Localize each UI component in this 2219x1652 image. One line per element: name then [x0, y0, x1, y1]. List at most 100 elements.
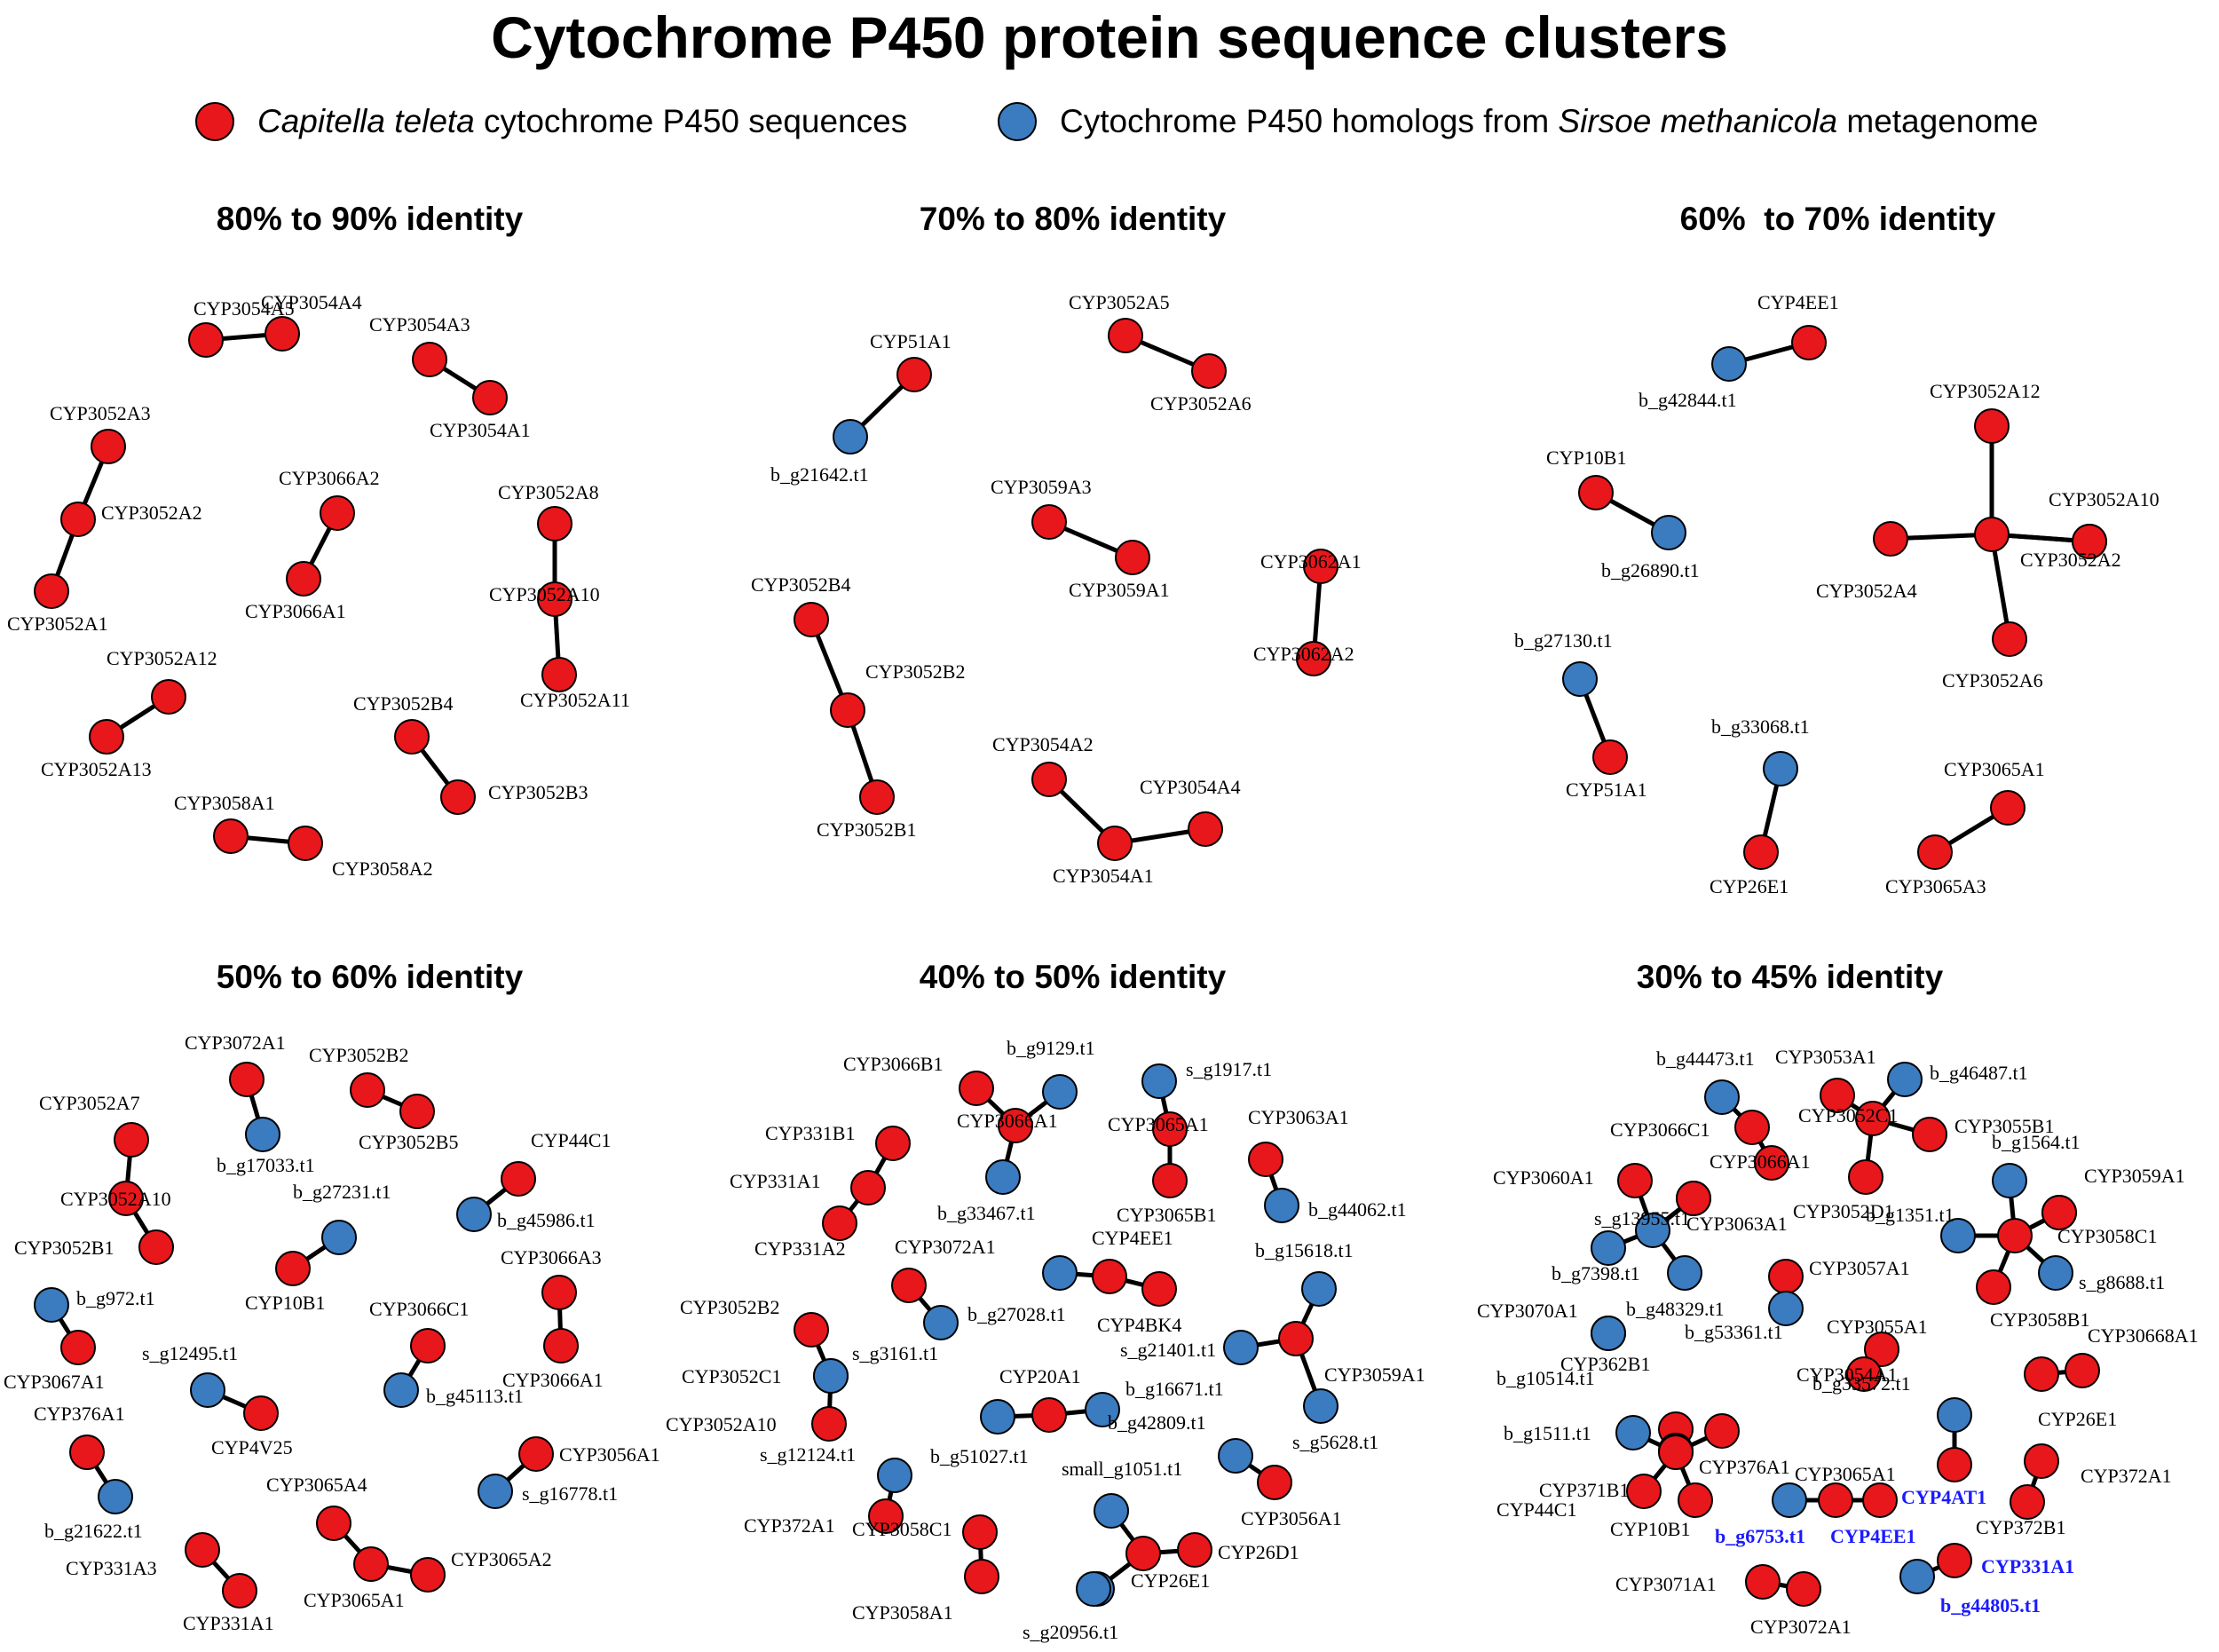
- node-cyp44c1: [501, 1161, 536, 1197]
- node-cyp3052a2: [2072, 524, 2107, 559]
- node-cyp3065a1: [1937, 1447, 1972, 1482]
- panel-1-nodes: [794, 318, 1339, 861]
- node-label-cyp3052b4: CYP3052B4: [751, 573, 850, 596]
- node-label-cyp3062a1: CYP3062A1: [1260, 550, 1362, 573]
- node-label-cyp3052a10: CYP3052A10: [60, 1188, 171, 1210]
- node-b-g21622-t1: [98, 1479, 133, 1514]
- node-label-s-g5628-t1: s_g5628.t1: [1292, 1431, 1378, 1453]
- node-label-b-g33467-t1: b_g33467.t1: [937, 1202, 1036, 1224]
- node-label-cyp3065a2: CYP3065A2: [451, 1548, 552, 1570]
- node-label-cyp30668a1: CYP30668A1: [2088, 1324, 2199, 1347]
- node-label-cyp20a1: CYP20A1: [999, 1365, 1081, 1387]
- node-label-cyp3052b1: CYP3052B1: [817, 818, 916, 841]
- node-b-g27231-t1: [321, 1220, 357, 1255]
- figure-title: Cytochrome P450 protein sequence cluster…: [491, 4, 1728, 70]
- node-label-cyp3066a1: CYP3066A1: [957, 1110, 1058, 1132]
- node-label-cyp3067a1: CYP3067A1: [4, 1371, 105, 1393]
- node-label-cyp3052a11: CYP3052A11: [520, 689, 630, 711]
- node-cyp3055a1: [1864, 1332, 1899, 1367]
- node-label-cyp3055a1: CYP3055A1: [1827, 1316, 1928, 1338]
- node-cyp3063a1: [1676, 1181, 1711, 1216]
- node-label-cyp3054a1: CYP3054A1: [430, 419, 531, 441]
- node-label-cyp362b1: CYP362B1: [1560, 1353, 1650, 1375]
- node-label-b-g48329-t1: b_g48329.t1: [1626, 1298, 1725, 1320]
- node-b-g1351-t1: [1940, 1218, 1976, 1253]
- node-label-cyp3057a1: CYP3057A1: [1809, 1257, 1910, 1279]
- node-label-s-g12495-t1: s_g12495.t1: [142, 1342, 238, 1364]
- node-label-b-g9129-t1: b_g9129.t1: [1007, 1037, 1095, 1059]
- legend-label-sirsoe: Cytochrome P450 homologs from Sirsoe met…: [1060, 103, 2038, 140]
- panel-title-60-70: 60% to 70% identity: [1679, 201, 1996, 237]
- node-label-cyp3052a2: CYP3052A2: [2020, 549, 2121, 571]
- node-label-b-g1564-t1: b_g1564.t1: [1992, 1131, 2081, 1153]
- node-label-b-g51027-t1: b_g51027.t1: [930, 1445, 1029, 1467]
- node-label-b-g10514-t1: b_g10514.t1: [1496, 1367, 1595, 1389]
- node-label-cyp3058a1: CYP3058A1: [174, 792, 275, 814]
- node-cyp4at1: [1862, 1482, 1898, 1518]
- node-s-g16778-t1: [478, 1474, 513, 1509]
- node-label-cyp3058c1: CYP3058C1: [2057, 1225, 2157, 1247]
- node-label-cyp3065b1: CYP3065B1: [1117, 1204, 1216, 1226]
- node-cyp3052a3: [91, 429, 126, 464]
- node-label-cyp26d1: CYP26D1: [1218, 1541, 1299, 1563]
- node-label-cyp3052a6: CYP3052A6: [1942, 669, 2043, 692]
- node-cyp3065a1: [1990, 790, 2026, 826]
- node-label-cyp331a1: CYP331A1: [183, 1612, 274, 1634]
- node-label-cyp26e1: CYP26E1: [1710, 875, 1789, 897]
- node-b-g53361-t1: [1768, 1291, 1804, 1326]
- node-cyp3052a4: [1873, 521, 1908, 557]
- node-cyp26e1: [1743, 834, 1779, 870]
- node-cyp10b1: [1678, 1482, 1713, 1518]
- node-cyp3072a1: [229, 1062, 265, 1097]
- node-label-cyp44c1: CYP44C1: [531, 1129, 611, 1151]
- node-cyp3066a1: [1754, 1145, 1789, 1181]
- node-label-cyp3063a1: CYP3063A1: [1248, 1106, 1349, 1128]
- node-label-cyp3071a1: CYP3071A1: [1615, 1573, 1717, 1595]
- node-label-cyp331b1: CYP331B1: [765, 1122, 855, 1144]
- node-label-cyp3065a1: CYP3065A1: [304, 1589, 405, 1611]
- node-cyp3052b2: [794, 1312, 829, 1348]
- node-label-cyp3052a7: CYP3052A7: [39, 1092, 140, 1114]
- node-b-g16671-t1: [1085, 1392, 1120, 1427]
- node-cyp30668a1: [2065, 1353, 2100, 1388]
- node-cyp3052b4: [794, 602, 829, 637]
- node-cyp331a1: [850, 1170, 886, 1205]
- panel-4-nodes: [794, 1063, 1339, 1607]
- node-label-cyp3052a10: CYP3052A10: [489, 583, 600, 605]
- node-label-cyp331a1: CYP331A1: [1981, 1555, 2074, 1577]
- node-b-g44473-t1: [1704, 1079, 1740, 1115]
- node-hub376: [1658, 1435, 1694, 1470]
- node-cyp3052a10: [811, 1406, 847, 1442]
- node-label-cyp3058b1: CYP3058B1: [1990, 1308, 2089, 1331]
- node-label-cyp3070a1: CYP3070A1: [1477, 1300, 1578, 1322]
- legend-sirsoe-species: Sirsoe methanicola: [1558, 103, 1838, 139]
- node-label-cyp3054a4: CYP3054A4: [1140, 776, 1241, 798]
- node-cyp331a2: [822, 1205, 857, 1241]
- node-cyp331b1: [875, 1126, 911, 1161]
- node-cyp4ee1: [1791, 325, 1827, 360]
- node-cyp3052a1: [34, 573, 69, 609]
- node-cyp3071a1: [1745, 1564, 1781, 1600]
- node-label-cyp3059a3: CYP3059A3: [991, 476, 1092, 498]
- node-label-cyp372b1: CYP372B1: [1976, 1516, 2065, 1538]
- node-b-g42809-t1: [1218, 1438, 1253, 1474]
- node-b-g27028-t1: [923, 1305, 959, 1340]
- node-s-g3161-t1: [813, 1358, 849, 1394]
- node-label-b-g44805-t1: b_g44805.t1: [1940, 1594, 2041, 1616]
- node-label-cyp3054a2: CYP3054A2: [992, 733, 1094, 755]
- node-cyp3063a1: [1248, 1142, 1283, 1177]
- node-cyp3058c1: [2041, 1195, 2077, 1230]
- legend-label-capitella: Capitella teleta cytochrome P450 sequenc…: [257, 103, 907, 140]
- node-label-b-g972-t1: b_g972.t1: [76, 1287, 155, 1309]
- node-cyp3054a4: [265, 316, 300, 352]
- node-label-b-g1511-t1: b_g1511.t1: [1504, 1422, 1591, 1444]
- node-label-cyp3054a3: CYP3054A3: [369, 313, 470, 336]
- node-label-cyp26e1: CYP26E1: [2038, 1408, 2117, 1430]
- node-b-g9129-t1: [1042, 1074, 1078, 1110]
- node-label-cyp3065a3: CYP3065A3: [1885, 875, 1986, 897]
- node-label-cyp3052a2: CYP3052A2: [101, 502, 202, 524]
- node-hub3063: [1635, 1213, 1670, 1248]
- node-cyp3062a1: [1303, 549, 1339, 584]
- node-cyp26d1: [1177, 1532, 1212, 1568]
- node-label-cyp3058c1: CYP3058C1: [852, 1518, 952, 1540]
